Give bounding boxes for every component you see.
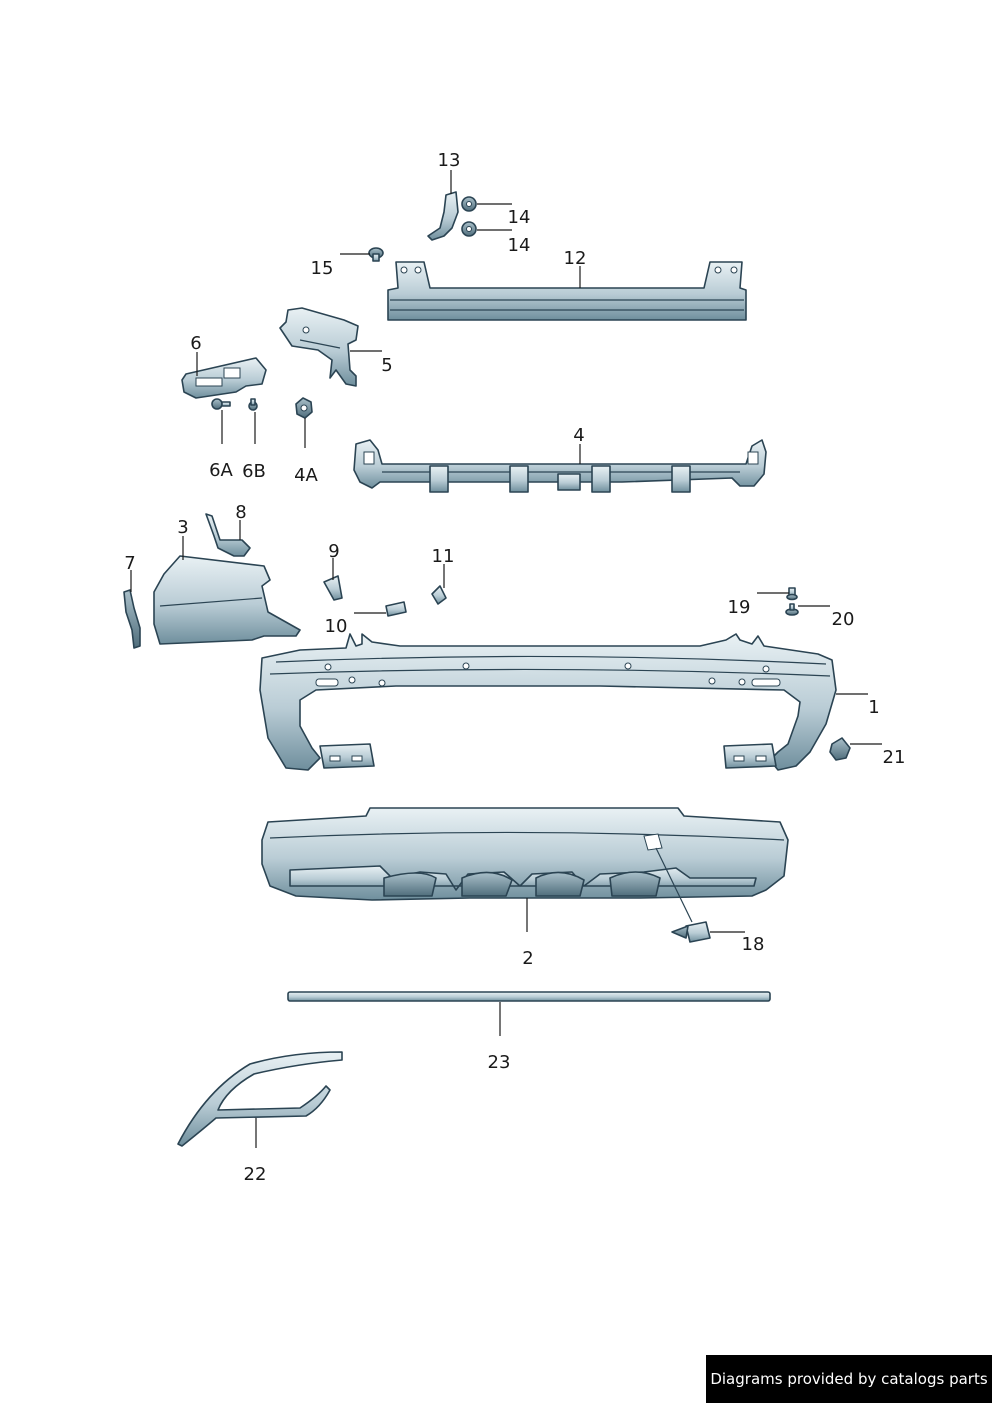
callout-3: 3 [177,517,188,538]
part-18-plug [671,921,711,943]
part-6-bracket [181,357,267,399]
part-3-deflector [153,555,301,645]
part-19-screw [786,587,798,601]
callout-6A: 6A [209,460,233,481]
part-1-bumper-cover [259,633,837,771]
part-15-clip [368,247,384,262]
part-23-rod [287,991,771,1002]
callout-14-lower: 14 [508,235,531,256]
leader-lines [130,170,882,1148]
callout-21: 21 [883,747,906,768]
callout-4: 4 [573,425,584,446]
part-11-clip [431,585,447,605]
part-4-carrier [353,439,767,493]
callout-2: 2 [522,948,533,969]
part-6B-screw [248,398,258,411]
callout-13: 13 [438,150,461,171]
part-21-clip [829,737,851,761]
part-20-screw [785,603,799,616]
callout-19: 19 [728,597,751,618]
callout-23: 23 [488,1052,511,1073]
callout-20: 20 [832,609,855,630]
callout-18: 18 [742,934,765,955]
part-4A-nut [295,397,313,419]
callout-5: 5 [381,355,392,376]
callout-7: 7 [124,553,135,574]
part-10-clip [385,601,407,617]
attribution-banner: Diagrams provided by catalogs parts [706,1355,992,1403]
callout-11: 11 [432,546,455,567]
callout-9: 9 [328,541,339,562]
part-12-impact-bar [387,261,747,321]
callout-6B: 6B [242,461,266,482]
callout-14-upper: 14 [508,207,531,228]
part-14-nut-upper [461,196,477,212]
part-14-nut-lower [461,221,477,237]
callout-8: 8 [235,502,246,523]
callout-4A: 4A [294,465,318,486]
part-6A-screw [211,398,231,410]
callout-1: 1 [868,697,879,718]
callout-22: 22 [244,1164,267,1185]
callout-15: 15 [311,258,334,279]
callout-6: 6 [190,333,201,354]
part-5-side-bracket [279,307,359,387]
part-13-bracket [427,191,459,241]
callout-10: 10 [325,616,348,637]
callout-12: 12 [564,248,587,269]
part-2-diffuser-cover [261,807,789,923]
part-7-trim-strip [123,589,141,649]
part-22-trim-surround [177,1051,343,1147]
part-8-bracket [205,513,251,557]
